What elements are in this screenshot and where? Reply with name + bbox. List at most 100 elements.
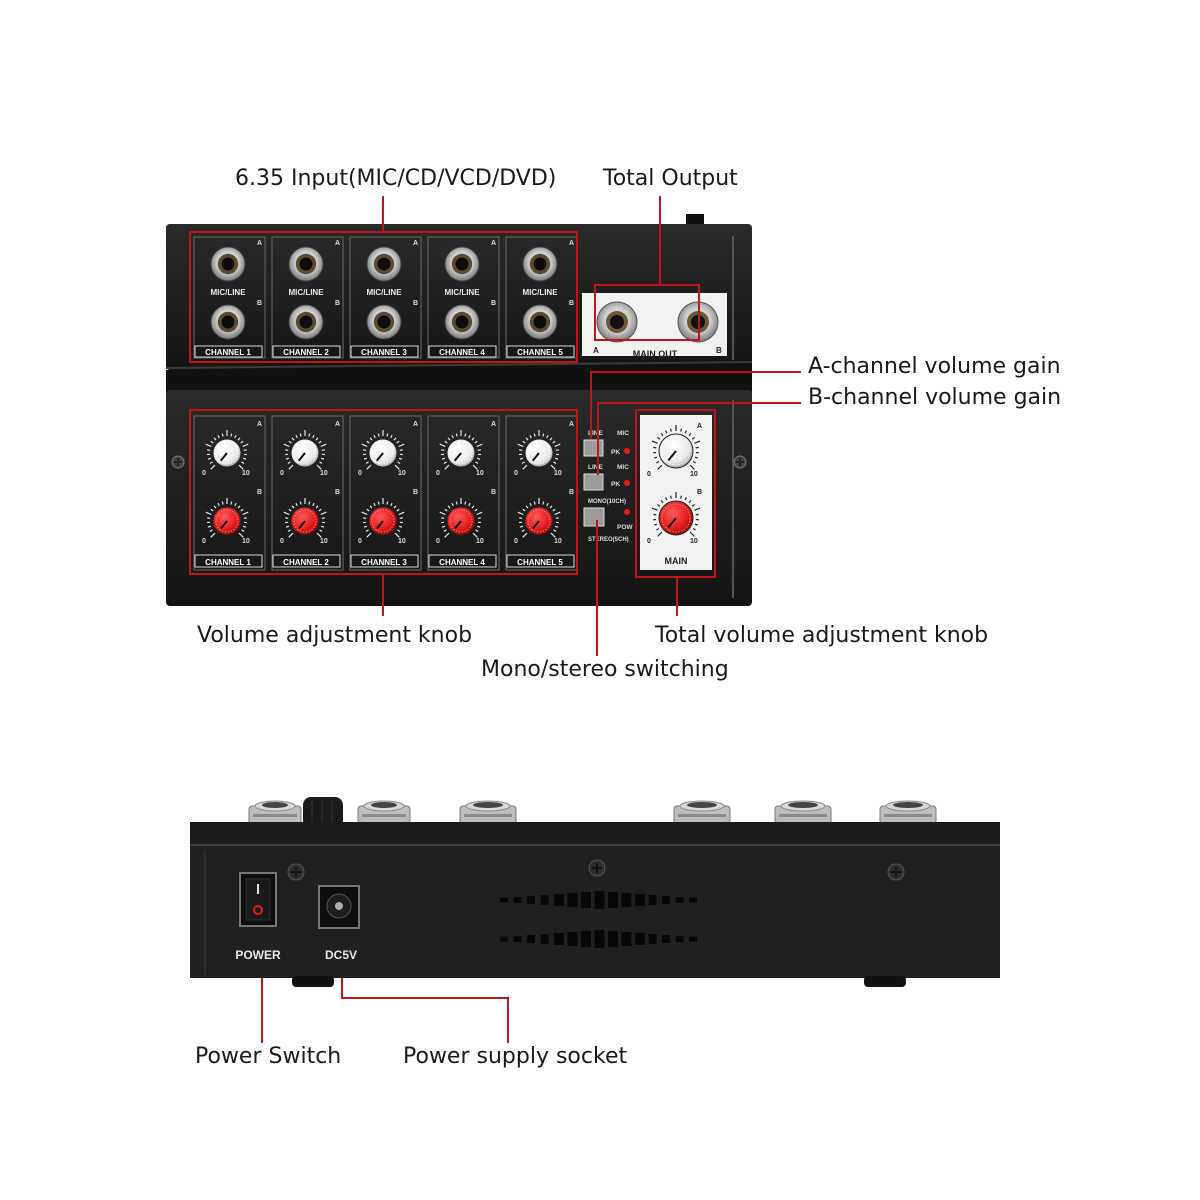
mono-stereo-switch[interactable] (583, 507, 605, 527)
rear-body (190, 844, 1000, 978)
rear-top-lid (190, 822, 1000, 846)
scale-max-label: 10 (690, 538, 698, 545)
a-gain-callout: A-channel volume gain (808, 354, 1061, 379)
input-strip-frame (271, 236, 344, 359)
line-mic-switch-a[interactable] (583, 439, 604, 457)
scale-max-label: 10 (320, 470, 328, 477)
channel-label-box (272, 554, 341, 568)
row-a-label: A (491, 240, 496, 247)
vent-slot (567, 932, 578, 946)
rear-jack-3 (459, 800, 517, 825)
input-jack-a-4[interactable] (444, 246, 480, 282)
gain-knob-b-1[interactable] (205, 498, 249, 538)
gain-knob-a-2[interactable] (283, 430, 327, 470)
scale-min-label: 0 (202, 470, 206, 477)
vent-slot (594, 891, 605, 909)
scale-min-label: 0 (280, 470, 284, 477)
channel-label: CHANNEL 2 (283, 558, 329, 567)
channel-label: CHANNEL 3 (361, 558, 407, 567)
jack-label: MIC/LINE (444, 288, 480, 297)
output-highlight-frame (594, 284, 700, 341)
input-jack-a-1[interactable] (210, 246, 246, 282)
vent-slot (500, 897, 508, 903)
gain-knob-a-4[interactable] (439, 430, 483, 470)
input-jack-a-3[interactable] (366, 246, 402, 282)
channel-label-box (428, 554, 497, 568)
input-jack-b-1[interactable] (210, 304, 246, 340)
mixer-rear-view: POWER DC5V (190, 797, 1000, 987)
row-a-label: A (335, 240, 340, 247)
gain-knob-a-1[interactable] (205, 430, 249, 470)
callout-lines (261, 196, 801, 1043)
vent-slot (527, 935, 535, 943)
power-switch[interactable] (239, 872, 277, 927)
channel-label: CHANNEL 1 (205, 558, 251, 567)
gain-knob-a-3[interactable] (361, 430, 405, 470)
row-a-label: A (413, 240, 418, 247)
switch-b-mic-label: MIC (617, 464, 629, 471)
scale-max-label: 10 (554, 470, 562, 477)
main-knob-a[interactable] (651, 425, 701, 470)
input-callout: 6.35 Input(MIC/CD/VCD/DVD) (235, 166, 557, 191)
gain-knob-b-5[interactable] (517, 498, 561, 538)
screw-icon (287, 863, 305, 881)
row-a-label: A (257, 421, 262, 428)
row-b-label: B (491, 300, 496, 307)
switch-a-mic-label: MIC (617, 430, 629, 437)
scale-max-label: 10 (476, 538, 484, 545)
gain-knob-b-2[interactable] (283, 498, 327, 538)
switch-a-line-label: LINE (588, 430, 603, 437)
peak-led-b (624, 480, 630, 486)
vent-slot (554, 933, 564, 945)
scale-min-label: 0 (436, 538, 440, 545)
vent-slot (513, 897, 522, 903)
input-jack-a-5[interactable] (522, 246, 558, 282)
input-jack-b-4[interactable] (444, 304, 480, 340)
vent-slot (581, 892, 591, 908)
input-jack-b-5[interactable] (522, 304, 558, 340)
peak-led-a (624, 448, 630, 454)
screw-icon (733, 455, 747, 469)
row-b-label: B (569, 489, 574, 496)
scale-max-label: 10 (320, 538, 328, 545)
foot-right (864, 976, 906, 987)
input-strip-frame (349, 236, 422, 359)
vent-slot (621, 893, 632, 907)
channel-label-box (506, 345, 575, 358)
main-volume-panel (640, 415, 712, 570)
screw-icon (887, 863, 905, 881)
main-out-jack-b[interactable] (677, 301, 719, 343)
gain-knob-b-3[interactable] (361, 498, 405, 538)
main-knob-b[interactable] (651, 492, 701, 537)
input-jack-b-3[interactable] (366, 304, 402, 340)
dc-power-socket[interactable] (318, 885, 360, 929)
gain-knob-a-5[interactable] (517, 430, 561, 470)
scale-max-label: 10 (398, 538, 406, 545)
main-out-jack-a[interactable] (596, 301, 638, 343)
channel-label-box (506, 554, 575, 568)
main-out-b-label: B (716, 346, 722, 355)
total-volume-knob-callout: Total volume adjustment knob (655, 623, 989, 648)
vent-slot (540, 895, 549, 905)
row-a-label: A (413, 421, 418, 428)
scale-max-label: 10 (242, 538, 250, 545)
line-mic-switch-b[interactable] (583, 473, 604, 491)
screw-icon (171, 455, 185, 469)
channel-label-box (194, 554, 263, 568)
volume-knob-callout: Volume adjustment knob (197, 623, 473, 648)
channel-label-box (428, 345, 497, 358)
vent-slot (635, 894, 645, 906)
vent-slot (500, 936, 508, 942)
jack-label: MIC/LINE (288, 288, 324, 297)
knob-strip-frame (349, 415, 422, 571)
input-jack-b-2[interactable] (288, 304, 324, 340)
rear-jack-5 (774, 800, 832, 825)
input-jack-a-2[interactable] (288, 246, 324, 282)
gain-knob-b-4[interactable] (439, 498, 483, 538)
input-strip-frame (505, 236, 578, 359)
knob-strip-frame (427, 415, 500, 571)
row-b-label: B (335, 300, 340, 307)
vent-slot (594, 930, 605, 948)
